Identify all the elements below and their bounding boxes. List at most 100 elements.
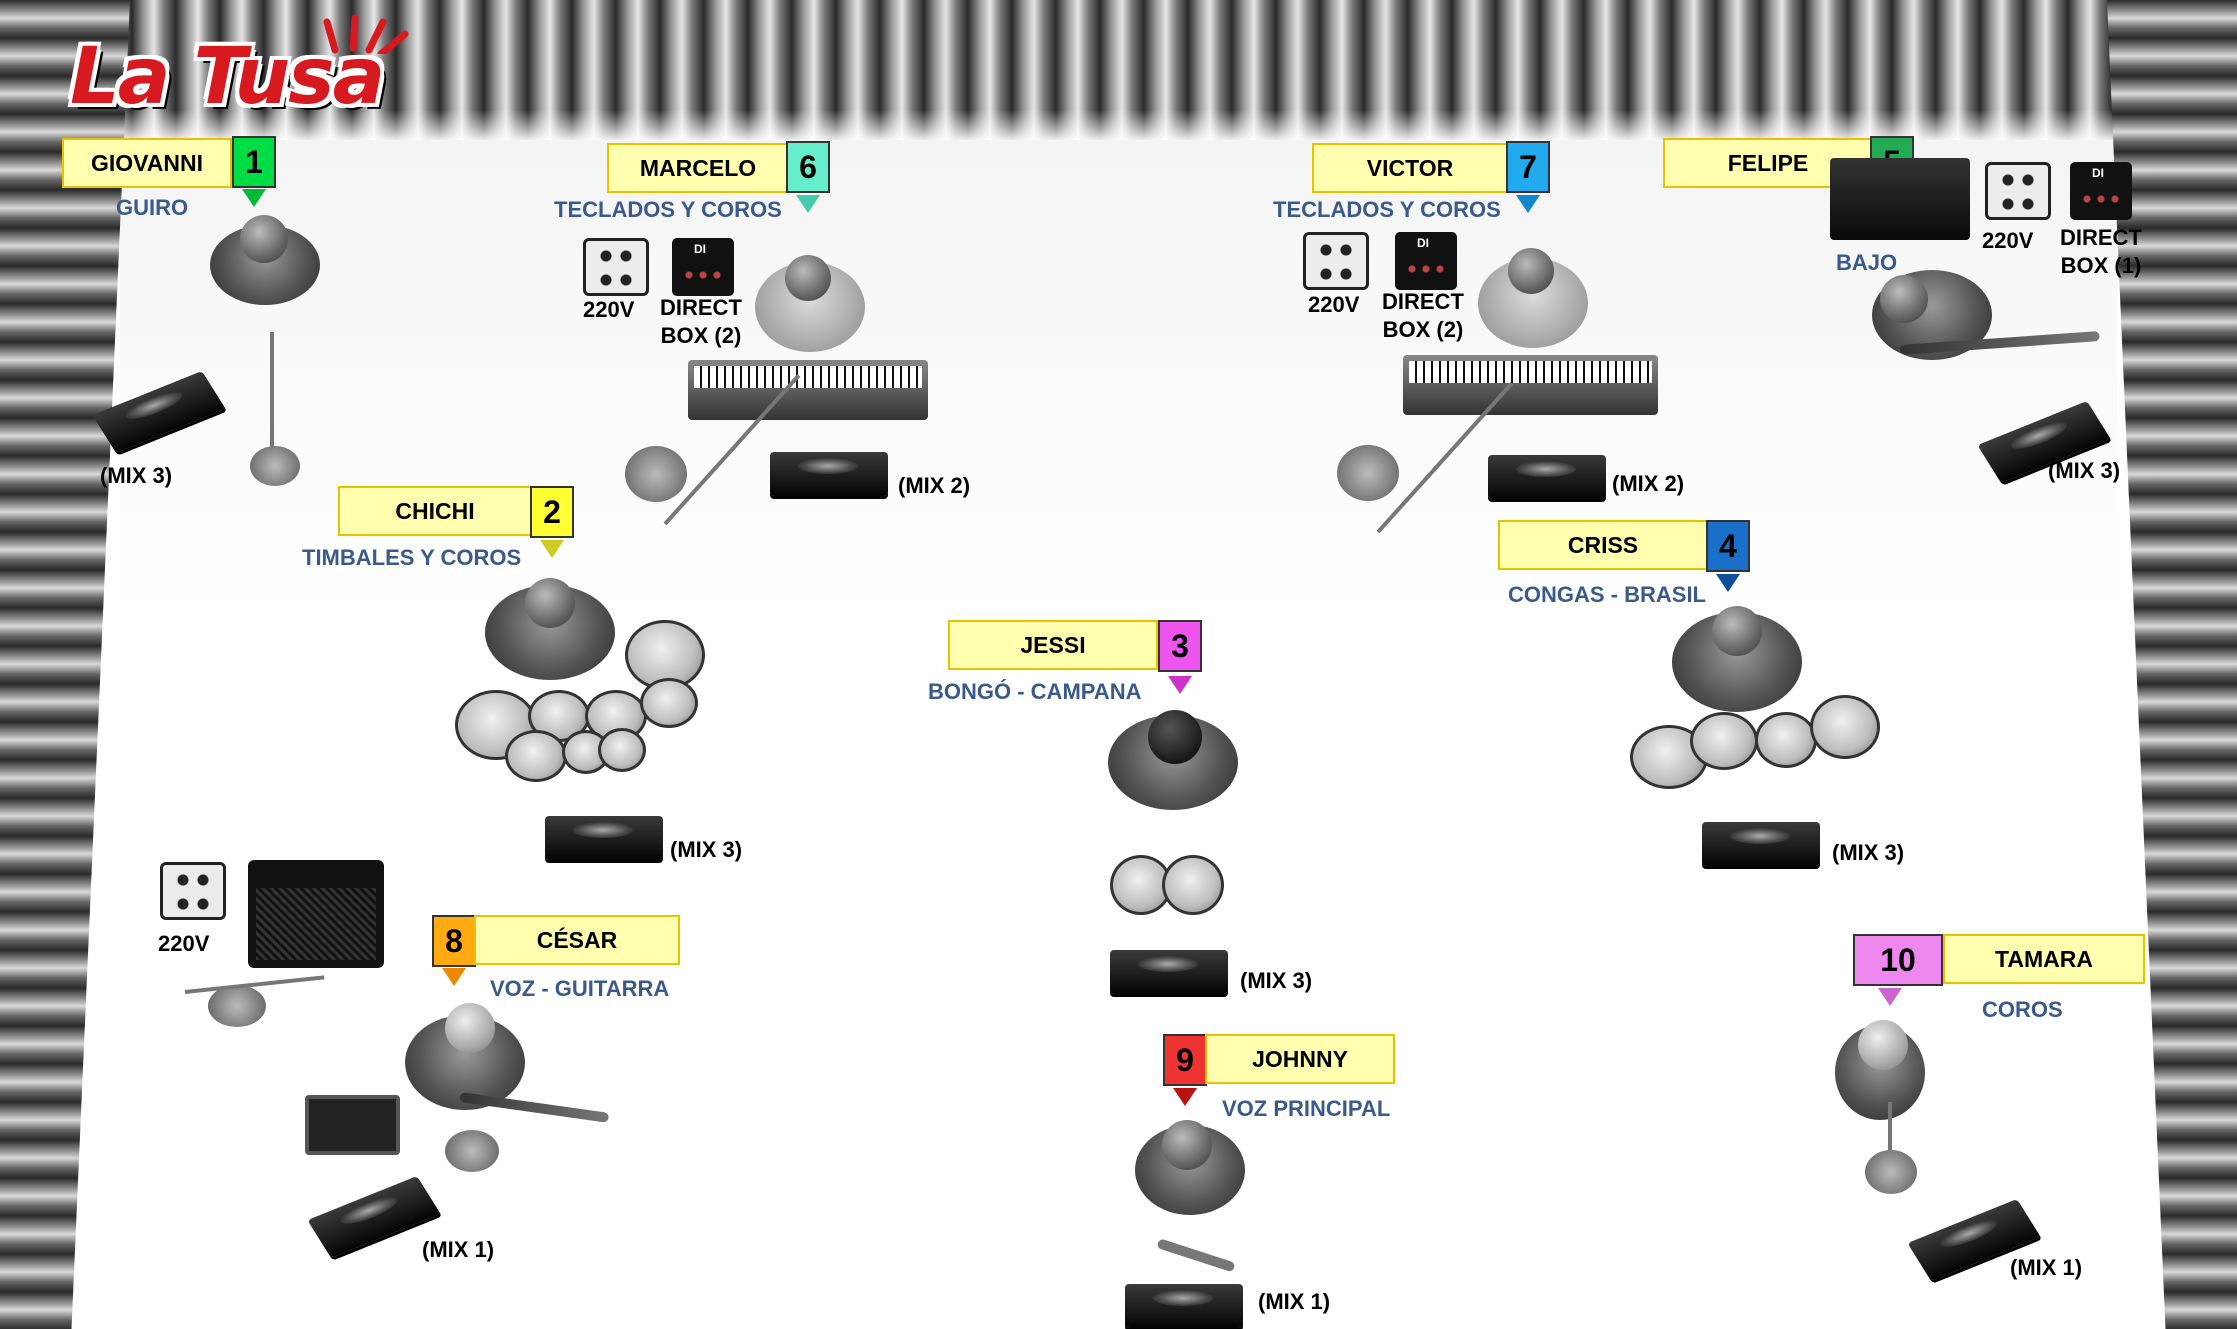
arrow-down-icon: [1516, 195, 1540, 213]
number-box-8: 8: [432, 915, 476, 967]
power-outlet-icon: [160, 862, 226, 920]
direct-box-label-victor: DIRECT BOX (2): [1382, 288, 1464, 343]
name-box-tamara: TAMARA: [1943, 934, 2145, 984]
bongo-drum-icon: [1162, 855, 1224, 915]
role-felipe: BAJO: [1836, 250, 1898, 275]
direct-box-label-line1: DIRECT: [1382, 289, 1464, 314]
musician-head-cesar: [445, 1003, 495, 1053]
number-box-10: 10: [1853, 934, 1943, 986]
stage-monitor-icon: [770, 452, 888, 496]
arrow-down-icon: [796, 195, 820, 213]
conga-drum-icon: [1690, 712, 1758, 770]
role-jessi: BONGÓ - CAMPANA: [928, 679, 1142, 704]
number-box-2: 2: [530, 486, 574, 538]
mix-label-criss: (MIX 3): [1832, 840, 1905, 865]
direct-box-icon: DI: [1395, 232, 1457, 290]
number-box-4: 4: [1706, 520, 1750, 572]
mix-label-giovanni: (MIX 3): [100, 463, 173, 488]
power-label-victor: 220V: [1308, 292, 1360, 317]
mic-stand-base-icon: [208, 985, 266, 1027]
mix-label-tamara: (MIX 1): [2010, 1255, 2083, 1280]
mix-label-chichi: (MIX 3): [670, 837, 743, 862]
direct-box-label-line2: BOX (2): [660, 322, 742, 348]
mix-label-felipe: (MIX 3): [2048, 458, 2121, 483]
musician-head-johnny: [1162, 1120, 1212, 1170]
name-box-jessi: JESSI: [948, 620, 1158, 670]
power-label-marcelo: 220V: [583, 297, 635, 322]
arrow-down-icon: [442, 968, 466, 986]
name-box-marcelo: MARCELO: [607, 143, 789, 193]
name-box-chichi: CHICHI: [338, 486, 532, 536]
role-cesar: VOZ - GUITARRA: [490, 976, 670, 1001]
mic-stand-base-icon: [250, 446, 300, 486]
power-outlet-icon: [1985, 162, 2051, 220]
direct-box-icon: DI: [672, 238, 734, 296]
arrow-down-icon: [1173, 1088, 1197, 1106]
cymbal-icon: [640, 678, 698, 728]
number-box-3: 3: [1158, 620, 1202, 672]
name-box-johnny: JOHNNY: [1205, 1034, 1395, 1084]
direct-box-label-line2: BOX (1): [2060, 252, 2142, 278]
bass-amp-icon: [1830, 158, 1970, 240]
mix-label-jessi: (MIX 3): [1240, 968, 1313, 993]
mic-stand-base-icon: [445, 1130, 499, 1172]
direct-box-label-line1: DIRECT: [660, 295, 742, 320]
stage-monitor-icon: [545, 816, 663, 860]
musician-head-chichi: [525, 578, 575, 628]
number-box-6: 6: [786, 141, 830, 193]
role-marcelo: TECLADOS Y COROS: [554, 197, 782, 222]
mic-stand-icon: [270, 332, 274, 452]
logo-rays-icon: [323, 14, 409, 54]
musician-head-marcelo: [785, 255, 831, 301]
direct-box-label-felipe: DIRECT BOX (1): [2060, 224, 2142, 279]
role-giovanni: GUIRO: [116, 195, 189, 220]
direct-box-label-line1: DIRECT: [2060, 225, 2142, 250]
stage-monitor-icon: [1702, 822, 1820, 866]
mix-label-johnny: (MIX 1): [1258, 1289, 1331, 1314]
bongo-drum-icon: [1110, 855, 1172, 915]
guitar-amp-icon: [248, 860, 384, 968]
musician-head-criss: [1712, 606, 1762, 656]
direct-box-label-line2: BOX (2): [1382, 316, 1464, 342]
band-logo: La Tusa: [70, 14, 430, 130]
conga-drum-icon: [1755, 712, 1817, 768]
timbal-drum-icon: [598, 728, 646, 772]
direct-box-label-marcelo: DIRECT BOX (2): [660, 294, 742, 349]
timbal-drum-icon: [505, 730, 567, 782]
number-box-9: 9: [1163, 1034, 1207, 1086]
name-box-giovanni: GIOVANNI: [62, 138, 232, 188]
power-outlet-icon: [583, 238, 649, 296]
logo-wordmark: La Tusa: [70, 32, 385, 122]
arrow-down-icon: [1878, 988, 1902, 1006]
name-box-victor: VICTOR: [1312, 143, 1508, 193]
left-curtain: [0, 0, 130, 1329]
musician-head-victor: [1508, 248, 1554, 294]
arrow-down-icon: [540, 540, 564, 558]
top-curtain: [0, 0, 2237, 140]
mic-stand-base-icon: [1337, 445, 1399, 501]
power-label-felipe: 220V: [1982, 228, 2034, 253]
name-box-cesar: CÉSAR: [474, 915, 680, 965]
name-box-criss: CRISS: [1498, 520, 1708, 570]
arrow-down-icon: [1716, 574, 1740, 592]
musician-head-giovanni: [240, 215, 288, 263]
mix-label-marcelo: (MIX 2): [898, 473, 971, 498]
role-criss: CONGAS - BRASIL: [1508, 582, 1706, 607]
mic-stand-base-icon: [1865, 1150, 1917, 1194]
direct-box-icon: DI: [2070, 162, 2132, 220]
pedalboard-icon: [305, 1095, 400, 1155]
role-chichi: TIMBALES Y COROS: [302, 545, 522, 570]
stage-monitor-icon: [1110, 950, 1228, 994]
arrow-down-icon: [1168, 676, 1192, 694]
role-johnny: VOZ PRINCIPAL: [1222, 1096, 1391, 1121]
musician-head-jessi: [1148, 710, 1202, 764]
musician-head-felipe: [1880, 275, 1928, 323]
mix-label-victor: (MIX 2): [1612, 471, 1685, 496]
mic-stand-base-icon: [625, 446, 687, 502]
stage-monitor-icon: [1488, 455, 1606, 499]
power-label-cesar: 220V: [158, 931, 210, 956]
arrow-down-icon: [242, 189, 266, 207]
keyboard-icon: [688, 360, 928, 420]
mix-label-cesar: (MIX 1): [422, 1237, 495, 1262]
keyboard-icon: [1403, 355, 1658, 415]
